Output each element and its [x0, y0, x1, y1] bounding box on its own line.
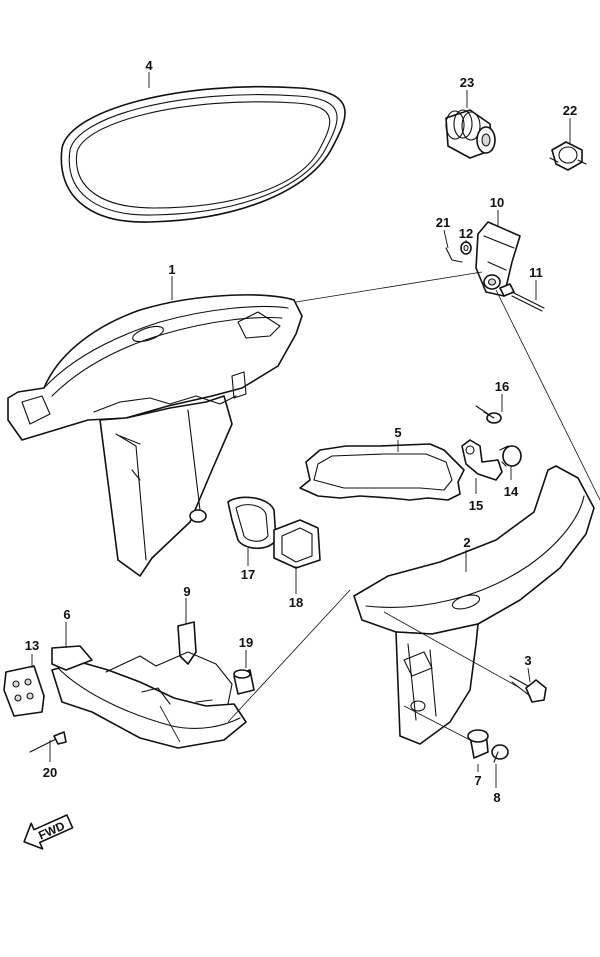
callout-18: 18 — [289, 595, 303, 610]
part-13-plate[interactable] — [3, 665, 45, 717]
fwd-arrow-icon: FWD — [23, 814, 74, 850]
callout-1: 1 — [168, 262, 175, 277]
callout-15: 15 — [469, 498, 483, 513]
callout-14: 14 — [504, 484, 519, 499]
part-2-side-cover-starboard[interactable] — [353, 465, 595, 745]
part-16-screw[interactable] — [475, 405, 502, 424]
leader-lines — [31, 72, 571, 788]
callout-17: 17 — [241, 567, 255, 582]
part-19-spacer[interactable] — [233, 669, 255, 695]
part-12-washer[interactable] — [460, 241, 472, 255]
callout-22: 22 — [563, 103, 577, 118]
part-15-bracket[interactable] — [461, 439, 503, 481]
part-23-grommet[interactable] — [445, 109, 496, 159]
part-11-bolt[interactable] — [499, 283, 545, 312]
part-9-clip[interactable] — [177, 621, 197, 665]
part-6-lower-mount[interactable] — [51, 645, 247, 749]
callout-20: 20 — [43, 765, 57, 780]
fwd-label: FWD — [36, 819, 67, 843]
callout-7: 7 — [474, 773, 481, 788]
callout-23: 23 — [460, 75, 474, 90]
callout-10: 10 — [490, 195, 504, 210]
part-1-side-cover-port[interactable] — [7, 294, 303, 577]
part-21-pin[interactable] — [445, 247, 463, 263]
callout-19: 19 — [239, 635, 253, 650]
callout-6: 6 — [63, 607, 70, 622]
callout-11: 11 — [529, 265, 543, 280]
part-5-gasket[interactable] — [299, 443, 465, 501]
assembly-lines — [159, 271, 600, 743]
part-14-cap[interactable] — [499, 445, 522, 467]
callout-16: 16 — [495, 379, 509, 394]
callout-8: 8 — [493, 790, 500, 805]
part-18-seal[interactable] — [273, 519, 321, 569]
callout-4: 4 — [145, 58, 153, 73]
part-8-screw[interactable] — [491, 744, 509, 763]
part-17-seal[interactable] — [227, 496, 277, 550]
callout-2: 2 — [463, 535, 470, 550]
callout-3: 3 — [524, 653, 531, 668]
part-10-bracket[interactable] — [475, 221, 521, 297]
part-20-pin[interactable] — [29, 731, 67, 753]
part-4-cowling-seal[interactable] — [60, 85, 346, 223]
part-3-bolt[interactable] — [509, 675, 547, 703]
callout-13: 13 — [25, 638, 39, 653]
callout-12: 12 — [459, 226, 473, 241]
part-22-clip[interactable] — [549, 141, 587, 171]
callout-21: 21 — [436, 215, 450, 230]
callout-5: 5 — [394, 425, 401, 440]
callout-9: 9 — [183, 584, 190, 599]
part-7-grommet[interactable] — [467, 729, 489, 759]
callout-labels: 4 1 2 3 5 6 7 8 9 10 11 12 13 14 15 16 1… — [25, 58, 577, 805]
